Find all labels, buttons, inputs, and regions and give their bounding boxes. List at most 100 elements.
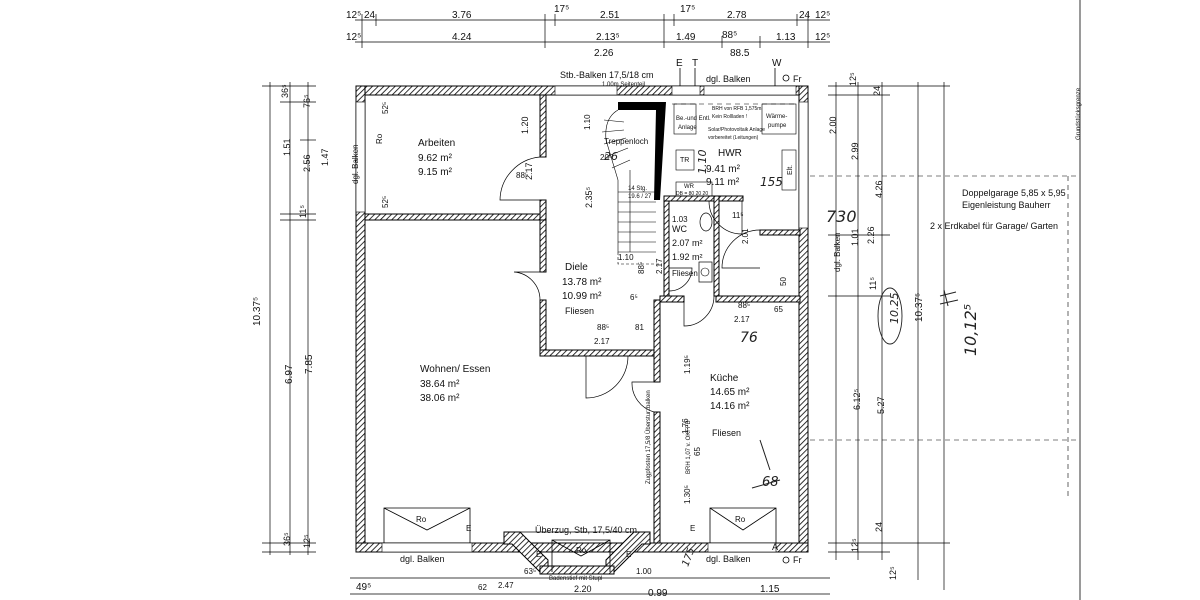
rdim-11: 10.37⁵ — [914, 293, 925, 322]
bdim-1: 49⁵ — [356, 582, 371, 593]
label-ro-left: Ro — [416, 515, 427, 524]
ldim-1: 36⁵ — [280, 84, 290, 98]
top-dim-2-5: 88⁵ — [722, 30, 737, 41]
label-e-right: E — [690, 524, 695, 533]
top-dim-1-4: 17⁵ — [554, 4, 569, 15]
hw-1025: 10.25 — [888, 293, 901, 325]
idim-7: 88⁵ — [637, 262, 646, 274]
room-kueche: Küche 14.65 m² 14.16 m² Fliesen — [710, 373, 750, 438]
room-name-hwr: HWR — [718, 148, 742, 159]
room-diele: Diele 13.78 m² 10.99 m² Fliesen — [562, 262, 602, 316]
garage-notes: Doppelgarage 5,85 x 5,95 Eigenleistung B… — [930, 188, 1066, 231]
idim-11: 2.17 — [594, 337, 610, 346]
idim-1: 1.20 — [520, 116, 530, 134]
idim-14: 2.17 — [734, 315, 750, 324]
top-dim-2-7: 12⁵ — [815, 32, 830, 43]
ldim-9: 7.85 — [304, 354, 315, 374]
label-rollladen: Kein Rollladen ! — [712, 114, 747, 120]
label-garage: Doppelgarage 5,85 x 5,95 — [962, 188, 1066, 198]
label-pumpe: pumpe — [768, 123, 787, 129]
bdim-4: 2.47 — [498, 581, 514, 590]
interior-walls — [364, 94, 801, 544]
ldim-3: 1.51 — [282, 138, 292, 156]
label-e-left: E — [466, 524, 471, 533]
room-area2-wc: 1.92 m² — [672, 252, 703, 262]
label-erdkabel: 2 x Erdkabel für Garage/ Garten — [930, 221, 1058, 231]
room-area1-kueche: 14.65 m² — [710, 387, 750, 398]
label-waerme: Wärme- — [766, 114, 787, 120]
letter-t: T — [692, 58, 698, 69]
fixtures — [672, 103, 798, 283]
idim-26: 1.03 — [672, 215, 688, 224]
rdim-13: 24 — [874, 522, 884, 532]
label-elt: Elt. — [787, 165, 794, 175]
ldim-8: 6.97 — [284, 364, 295, 384]
room-arbeiten: Arbeiten 9.62 m² 9.15 m² — [418, 138, 455, 178]
top-dim-2-3: 2.13⁵ — [596, 32, 620, 43]
label-a: A — [772, 542, 778, 552]
rdim-4: 2.99 — [850, 142, 860, 160]
fr-top: Fr — [793, 74, 802, 84]
label-ro-bay: Ro — [576, 546, 587, 555]
hw-26: 26 — [604, 150, 618, 163]
staircase — [601, 109, 660, 265]
ldim-10: 36⁵ — [282, 532, 292, 546]
idim-21: 11⁵ — [732, 211, 744, 220]
bdim-8: 0.99 — [648, 588, 668, 599]
idim-25: 20⁵ — [600, 153, 612, 162]
label-ro-arbeiten: Ro — [375, 133, 384, 144]
label-ro-right: Ro — [735, 515, 746, 524]
room-area1-hwr: 9.41 m² — [706, 164, 741, 175]
label-badenstief: Badenstief mit Stupl — [549, 576, 602, 582]
small-labels: Treppenloch 14 Stg. 19.6 / 27 Be.-und En… — [351, 106, 842, 582]
idim-15: 65 — [774, 305, 783, 314]
hw-155: 155 — [760, 175, 783, 189]
top-dim-2-4: 1.49 — [676, 32, 696, 43]
room-area2-hwr: 9.11 m² — [706, 177, 740, 188]
idim-8: 2.17 — [655, 258, 664, 274]
label-db: DB = 80 20 20 — [676, 191, 708, 197]
label-ueberzug: Überzug, Stb, 17,5/40 cm — [535, 525, 637, 535]
rdim-9: 6.12⁵ — [852, 388, 862, 410]
rdim-5: 4.26 — [874, 180, 884, 198]
top-dim-1-1: 12⁵ — [346, 10, 361, 21]
letter-e: E — [676, 58, 683, 69]
idim-12: 2.01 — [741, 228, 750, 244]
letter-w: W — [772, 58, 782, 69]
room-area2-kueche: 14.16 m² — [710, 401, 750, 412]
idim-17: 1.19⁵ — [683, 355, 692, 374]
room-name-arbeiten: Arbeiten — [418, 138, 455, 149]
label-solar: Solar/Photovoltaik Anlage — [708, 127, 765, 133]
top-dimension-chains: 12⁵ 24 3.76 17⁵ 2.51 17⁵ 2.78 24 12⁵ 12⁵… — [346, 4, 830, 59]
bdim-7: 1.15 — [760, 584, 780, 595]
idim-4: 2.35⁵ — [584, 186, 594, 208]
room-floor-diele: Fliesen — [565, 306, 594, 316]
bdim-3: 62 — [478, 583, 487, 592]
top-dim-1-2: 24 — [364, 10, 376, 21]
idim-13: 88⁵ — [738, 301, 750, 310]
door-swings — [383, 156, 777, 572]
label-wr: WR — [684, 184, 695, 190]
bdim-5: 63⁵ — [524, 567, 536, 576]
room-wc: WC 2.07 m² 1.92 m² Fliesen — [672, 224, 703, 278]
idim-2: 2.17 — [524, 162, 534, 180]
top-dim-2-6: 1.13 — [776, 32, 796, 43]
rdim-6: 1.01 — [850, 228, 860, 246]
label-dgl-balken-left: dgl. Balken — [351, 144, 360, 184]
rdim-14: 12⁵ — [888, 566, 898, 580]
idim-6: 1.10 — [618, 253, 634, 262]
label-e-bay2: E — [626, 550, 631, 559]
label-anlage: Anlage — [678, 125, 697, 131]
label-eigen: Eigenleistung Bauherr — [962, 200, 1051, 210]
top-dim-1-6: 17⁵ — [680, 4, 695, 15]
room-area1-wc: 2.07 m² — [672, 238, 703, 248]
bdim-6: 1.00 — [636, 567, 652, 576]
beam-label: Stb.-Balken 17,5/18 cm — [560, 70, 654, 80]
ldim-11: 12⁵ — [302, 534, 312, 548]
ldim-7: 10.37⁵ — [252, 297, 263, 326]
label-solar2: vorbereitet (Leitungen) — [708, 135, 759, 141]
label-stair-ratio: 19.6 / 27 — [628, 194, 652, 200]
rdim-2: 24 — [872, 86, 882, 96]
room-area2-arbeiten: 9.15 m² — [418, 167, 453, 178]
